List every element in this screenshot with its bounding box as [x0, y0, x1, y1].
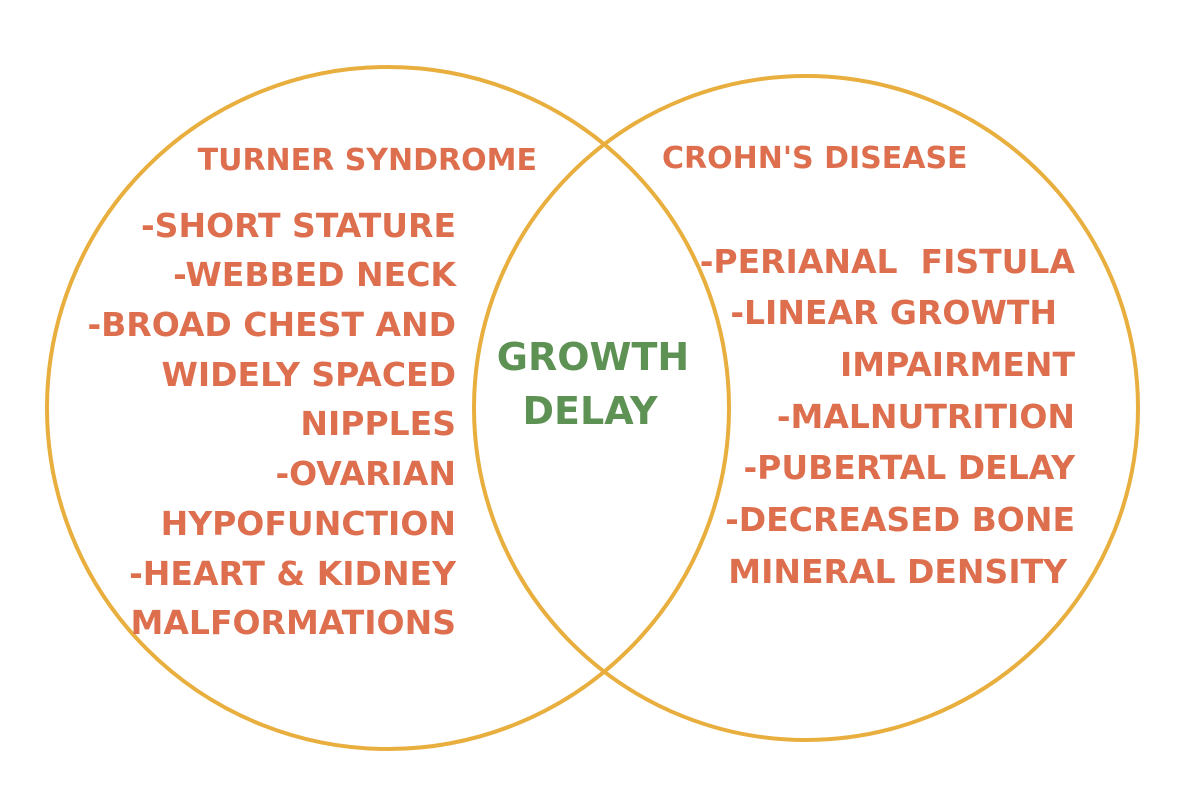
overlap-label-line: GROWTH: [497, 335, 689, 379]
right-item-line: MINERAL DENSITY: [728, 552, 1068, 591]
left-item-line: NIPPLES: [300, 404, 456, 443]
left-item-line: WIDELY SPACED: [161, 355, 456, 394]
turner-syndrome-circle: [45, 65, 731, 751]
left-item-line: -WEBBED NECK: [173, 255, 457, 294]
right-item-line: -DECREASED BONE: [725, 500, 1075, 539]
left-item-line: HYPOFUNCTION: [161, 504, 456, 543]
left-item-line: -BROAD CHEST AND: [87, 305, 456, 344]
left-item-line: -SHORT STATURE: [141, 206, 456, 245]
right-item-line: -MALNUTRITION: [777, 397, 1075, 436]
overlap-label-line: DELAY: [522, 389, 657, 433]
right-item-line: IMPAIRMENT: [840, 345, 1076, 384]
left-item-line: -OVARIAN: [275, 454, 456, 493]
right-item-line: -PERIANAL FISTULA: [700, 242, 1076, 281]
left-item-line: MALFORMATIONS: [131, 603, 456, 642]
left-set-title: TURNER SYNDROME: [198, 143, 537, 178]
crohns-disease-circle: [472, 74, 1140, 742]
left-item-line: -HEART & KIDNEY: [129, 554, 457, 593]
right-item-line: -PUBERTAL DELAY: [743, 448, 1076, 487]
right-item-line: -LINEAR GROWTH: [730, 293, 1057, 332]
right-set-title: CROHN'S DISEASE: [662, 141, 968, 176]
